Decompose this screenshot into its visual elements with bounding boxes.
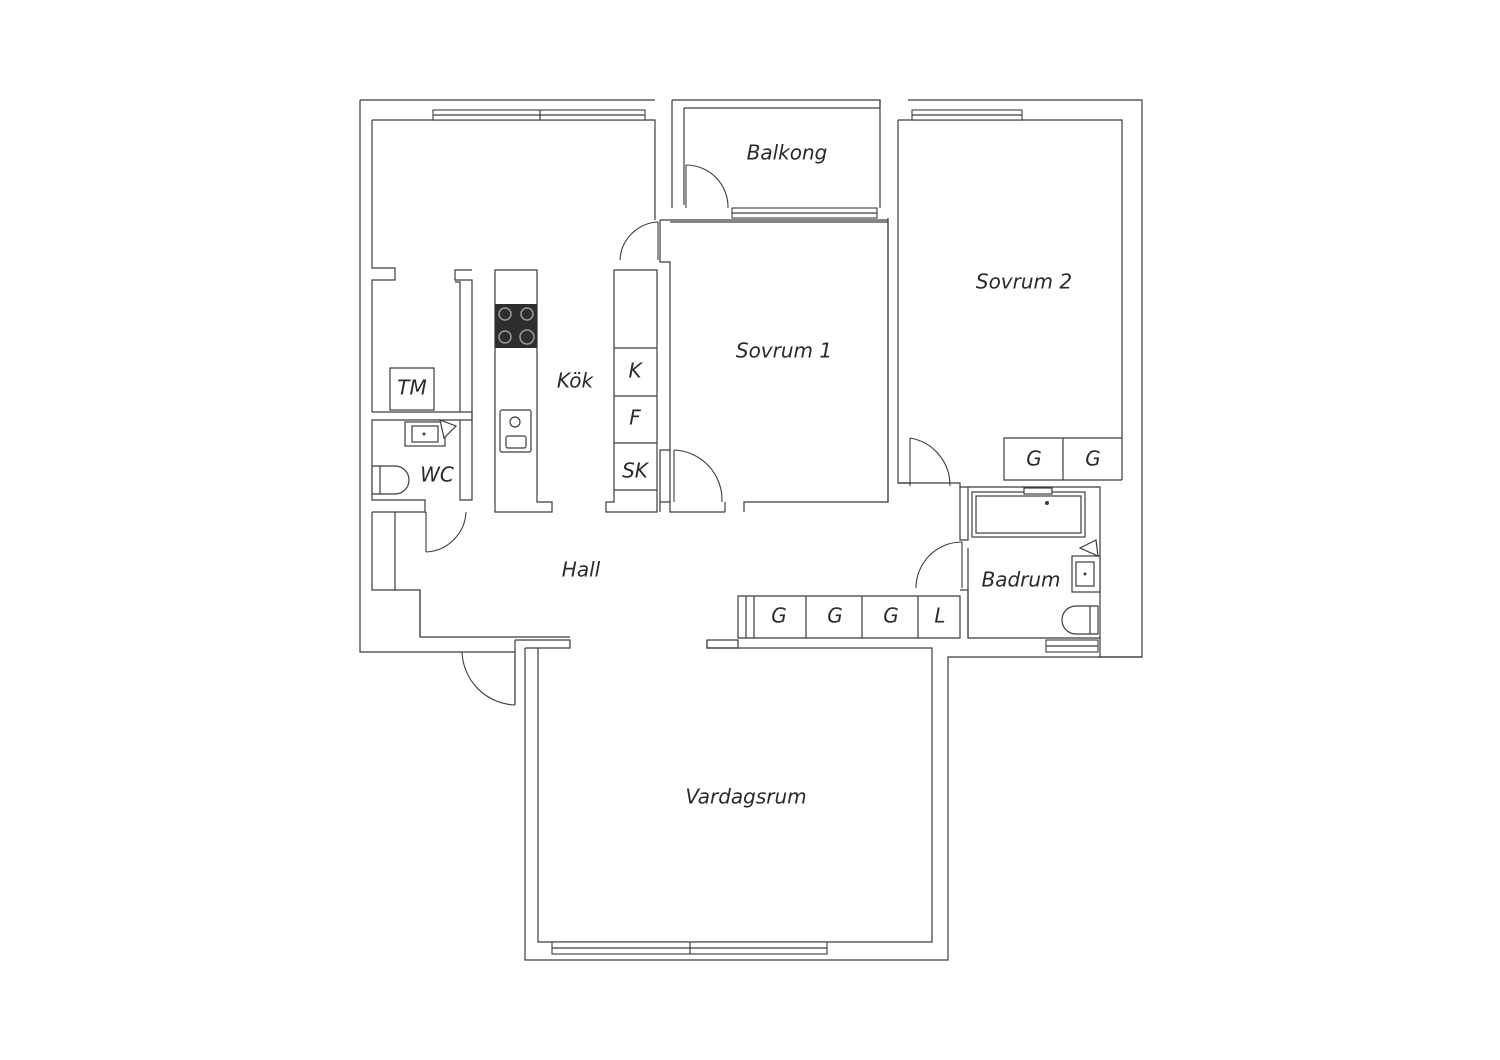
- room-label-hall: Hall: [562, 558, 601, 582]
- fixture-label-g: G: [883, 604, 899, 628]
- fixture-label-g: G: [771, 604, 787, 628]
- tm-box: [389, 367, 435, 411]
- interior-walls: [494, 218, 1122, 657]
- stove: [495, 304, 537, 348]
- bath-sink: [1071, 539, 1101, 593]
- fixture-label-l: L: [934, 604, 945, 628]
- fixture-label-k: K: [628, 359, 643, 383]
- doors: [425, 164, 963, 706]
- room-label-wc: WC: [420, 463, 454, 487]
- wc-toilet: [371, 465, 410, 495]
- fixture-label-tm: TM: [397, 376, 426, 400]
- room-label-badrum: Badrum: [981, 568, 1060, 592]
- room-label-balkong: Balkong: [747, 141, 828, 165]
- room-label-sovrum1: Sovrum 1: [736, 339, 832, 363]
- bath-toilet: [1061, 605, 1099, 635]
- bathtub: [971, 487, 1086, 538]
- outer-walls: [359, 99, 1143, 961]
- fixture-label-g: G: [1085, 447, 1101, 471]
- fixture-label-sk: SK: [622, 459, 650, 483]
- wc-sink: [404, 419, 458, 447]
- fixture-label-g: G: [1026, 447, 1042, 471]
- windows: [432, 109, 1099, 955]
- fixture-label-g: G: [827, 604, 843, 628]
- room-label-vardagsrum: Vardagsrum: [685, 785, 806, 809]
- room-label-kok: Kök: [557, 369, 595, 393]
- kitchen-sink: [499, 409, 532, 453]
- fixture-label-f: F: [629, 406, 641, 430]
- room-label-sovrum2: Sovrum 2: [976, 270, 1072, 294]
